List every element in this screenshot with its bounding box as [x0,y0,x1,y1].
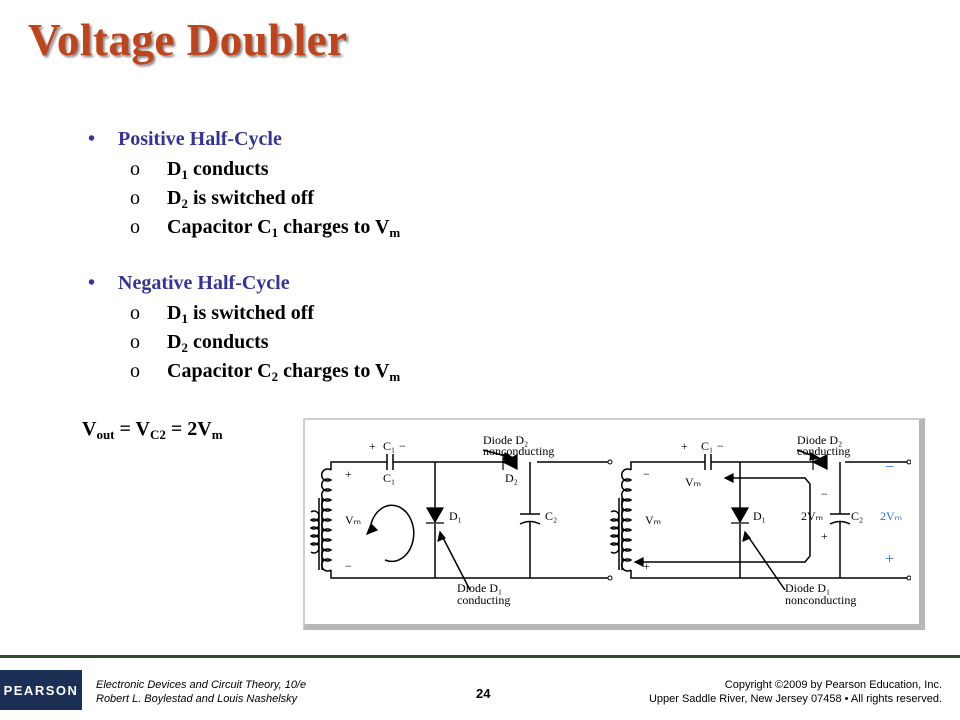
page-number: 24 [476,686,491,701]
section-positive-heading: • Positive Half-Cycle [88,128,282,151]
right-output-minus: − [885,459,894,476]
right-2vm-label: 2Vₘ [801,509,823,523]
left-d2-small: D₂ [505,471,518,485]
right-d1-label: Diode D₁ [785,581,830,595]
footer-copyright-line: Copyright ©2009 by Pearson Education, In… [724,679,942,691]
vout-equation: Vout = VC2 = 2Vm [82,418,223,442]
left-c2-label: C₂ [545,509,557,523]
circuit-figure: Diode D₂ nonconducting Diode D₁ conducti… [303,418,925,630]
left-d1-small: D₁ [449,509,462,523]
left-c1-plus: + [369,439,376,453]
footer-book-title: Electronic Devices and Circuit Theory, 1… [96,679,307,691]
left-secondary-minus: − [345,559,352,573]
footer-address-line: Upper Saddle River, New Jersey 07458 • A… [648,693,942,705]
right-secondary-minus: − [643,467,650,481]
footer-authors: Robert L. Boylestad and Louis Nashelsky [96,693,298,705]
right-d2-state: conducting [797,444,850,458]
left-vm-label: Vₘ [345,513,361,527]
circuit-diagram: Diode D₂ nonconducting Diode D₁ conducti… [309,433,911,607]
slide-title: Voltage Doubler [28,15,348,65]
left-c1-label-lower: C₁ [383,471,395,485]
left-d2-label: Diode D₂ [483,433,528,447]
right-c2-plus: + [821,529,828,543]
sub-bullet-icon: o [130,216,140,238]
right-output-2vm: 2Vₘ [880,509,902,523]
right-d2-label: Diode D₂ [797,433,842,447]
left-secondary-plus: + [345,467,352,481]
sub-bullet-icon: o [130,158,140,180]
right-secondary-plus: + [643,559,650,573]
bullet-icon: • [88,128,96,150]
sub-bullet-icon: o [130,360,140,382]
sub-bullet-icon: o [130,302,140,324]
left-c1-minus: − [399,439,406,453]
right-c2-label: C₂ [851,509,863,523]
right-d1-state: nonconducting [785,593,856,607]
right-c1-minus: − [717,439,724,453]
sub-bullet-icon: o [130,187,140,209]
pearson-logo: PEARSON [0,670,82,710]
positive-heading-text: Positive Half-Cycle [118,128,282,150]
right-output-plus: + [885,551,894,568]
section-negative-heading: • Negative Half-Cycle [88,272,290,295]
right-secondary-vm: Vₘ [645,513,661,527]
right-vm-label: Vₘ [685,475,701,489]
left-c1-label: C₁ [383,439,395,453]
sub-bullet-icon: o [130,331,140,353]
footer-book-info: Electronic Devices and Circuit Theory, 1… [96,678,306,706]
left-d2-state: nonconducting [483,444,554,458]
right-c1-label: C₁ [701,439,713,453]
bullet-icon: • [88,272,96,294]
right-d1-small: D₁ [753,509,766,523]
right-c1-plus: + [681,439,688,453]
left-d1-state: conducting [457,593,510,607]
negative-heading-text: Negative Half-Cycle [118,272,290,294]
right-c2-minus: − [821,487,828,501]
footer-divider [0,655,960,658]
left-d1-label: Diode D₁ [457,581,502,595]
footer-copyright: Copyright ©2009 by Pearson Education, In… [649,678,942,706]
